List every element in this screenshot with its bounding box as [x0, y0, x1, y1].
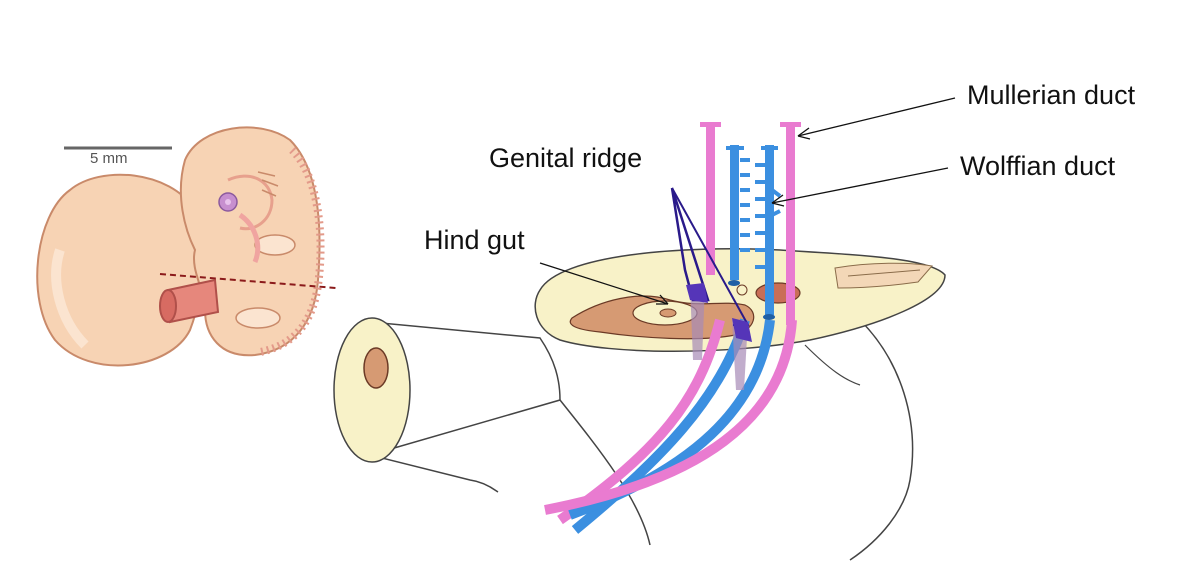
dorsal-stripe	[834, 262, 933, 289]
yolk-sac	[36, 173, 206, 367]
embryo-figure: 5 mm	[36, 126, 337, 367]
wolffian-arrow-line	[771, 167, 949, 204]
somites	[259, 147, 325, 356]
mullerian-arrow-line	[797, 97, 956, 137]
gut-lumen	[363, 347, 389, 389]
yolk-sac-highlight	[51, 248, 89, 349]
mullerian-duct-left	[706, 125, 715, 275]
hind-gut-arrow-head	[656, 294, 669, 305]
umbilical-cut	[159, 289, 177, 323]
mullerian-arrow-head	[797, 127, 811, 140]
heart-region	[238, 212, 261, 263]
mullerian-duct-left-cap	[700, 122, 721, 127]
wolffian-ducts	[726, 145, 782, 320]
mullerian-duct-right	[786, 125, 795, 325]
hind-gut-lumen	[659, 308, 677, 318]
body-outline-right	[849, 319, 914, 561]
cross-section-figure	[333, 122, 946, 561]
gut-tube	[369, 321, 561, 456]
mullerian-duct-descending-right	[544, 319, 797, 515]
label-hind-gut: Hind gut	[424, 225, 525, 255]
inner-outline	[804, 344, 861, 386]
mullerian-ducts	[700, 122, 801, 325]
genital-ridge-tip-left	[686, 283, 708, 303]
hindlimb-bud	[235, 307, 281, 329]
eye-lens	[225, 199, 231, 205]
dorsal-stripe-line	[847, 269, 921, 277]
small-vessel	[736, 284, 748, 296]
gut-tube-cut-end	[333, 317, 411, 463]
genital-ridge-tip-right	[732, 318, 752, 342]
descending-ducts	[544, 285, 797, 534]
wolffian-duct-right	[765, 145, 774, 315]
annotations: Mullerian duct Wolffian duct Genital rid…	[424, 80, 1136, 305]
wolffian-duct-right-end	[763, 314, 775, 320]
forelimb-bud	[254, 234, 296, 256]
mullerian-duct-right-cap	[780, 122, 801, 127]
wolffian-arrow-head	[771, 194, 785, 207]
scale-bar-label: 5 mm	[90, 150, 128, 167]
label-wolffian-duct: Wolffian duct	[960, 151, 1116, 181]
mesonephric-tubules	[726, 146, 782, 269]
genital-ridge-shadow-left	[690, 285, 705, 360]
hind-gut-arrow-line	[539, 262, 669, 305]
wolffian-duct-left	[730, 145, 739, 280]
label-genital-ridge: Genital ridge	[489, 143, 642, 173]
genital-ridge	[670, 187, 752, 342]
wolffian-duct-left-end	[728, 280, 740, 286]
gut-tube-lower-edge	[369, 454, 499, 493]
label-mullerian-duct: Mullerian duct	[967, 80, 1136, 110]
arch-lines	[257, 171, 279, 197]
